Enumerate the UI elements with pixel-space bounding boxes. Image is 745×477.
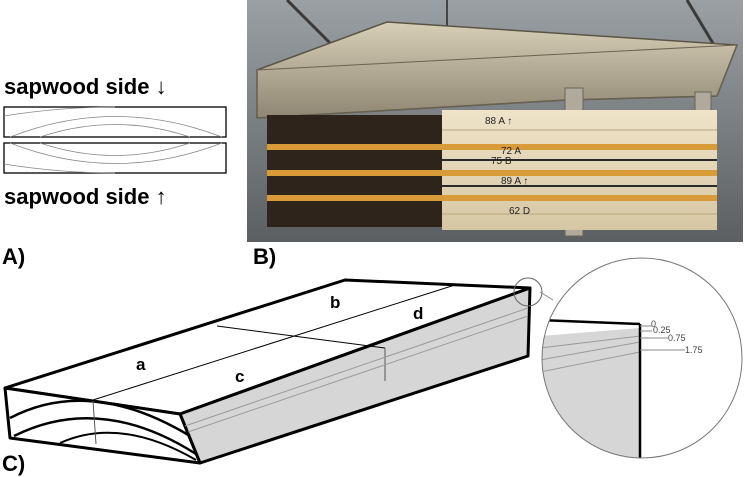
lower-ring-3 <box>3 163 116 174</box>
detail-magnifier: 0 0.25 0.75 1.75 <box>541 257 743 459</box>
upper-ring-3 <box>3 106 116 117</box>
board-label-2: 72 A <box>501 146 521 157</box>
depth-label-0: 0 <box>651 319 656 329</box>
upper-ring-1 <box>9 116 223 138</box>
sapwood-top-label: sapwood side ↓ <box>4 74 167 99</box>
sticker-2 <box>267 170 717 176</box>
lower-board-section <box>3 142 227 174</box>
detail-side-face <box>542 328 640 458</box>
depth-label-025: 0.25 <box>653 325 671 335</box>
upper-board-section <box>3 106 227 138</box>
sapwood-bottom-label: sapwood side ↑ <box>4 184 167 209</box>
sticker-3 <box>267 195 717 201</box>
zone-label-a: a <box>136 355 146 374</box>
ring-1 <box>9 399 191 438</box>
upper-ring-2 <box>39 124 191 138</box>
board-stack <box>267 110 717 230</box>
ring-3 <box>59 431 197 461</box>
magnifier-outline <box>541 257 743 459</box>
lower-ring-2 <box>39 142 191 156</box>
plate-edge <box>256 44 738 119</box>
zone-crossline <box>216 325 386 349</box>
panel-b-letter: B) <box>253 244 277 269</box>
board-label-3: 75 B <box>491 156 512 167</box>
board-label-1: 88 A ↑ <box>485 116 512 127</box>
depth-label-175: 1.75 <box>685 345 703 355</box>
detail-layer-1 <box>542 335 641 349</box>
board-label-4: 89 A ↑ <box>501 176 528 187</box>
end-divider <box>92 400 97 445</box>
depth-label-075: 0.75 <box>668 333 686 343</box>
zone-label-b: b <box>330 293 340 312</box>
side-layer-line-1 <box>184 307 529 427</box>
zone-midline <box>92 283 459 401</box>
panel-c-letter: C) <box>2 451 26 476</box>
board-label-5: 62 D <box>509 206 530 217</box>
zone-label-c: c <box>235 367 244 386</box>
board-isometric: a b c d <box>3 277 543 465</box>
chain-right <box>685 0 719 51</box>
side-layer-line-2 <box>187 315 529 433</box>
zone-label-d: d <box>413 304 423 323</box>
stack-photo: 88 A ↑ 72 A 75 B 89 A ↑ 62 D <box>247 0 743 242</box>
sticker-1 <box>267 144 717 150</box>
detail-top-edge <box>542 318 641 326</box>
detail-layer-2 <box>542 341 641 361</box>
board-cross-sections <box>3 106 227 174</box>
ring-2 <box>13 416 197 456</box>
detail-layer-3 <box>542 351 641 373</box>
panel-a-letter: A) <box>2 244 26 269</box>
lower-ring-1 <box>9 142 223 164</box>
